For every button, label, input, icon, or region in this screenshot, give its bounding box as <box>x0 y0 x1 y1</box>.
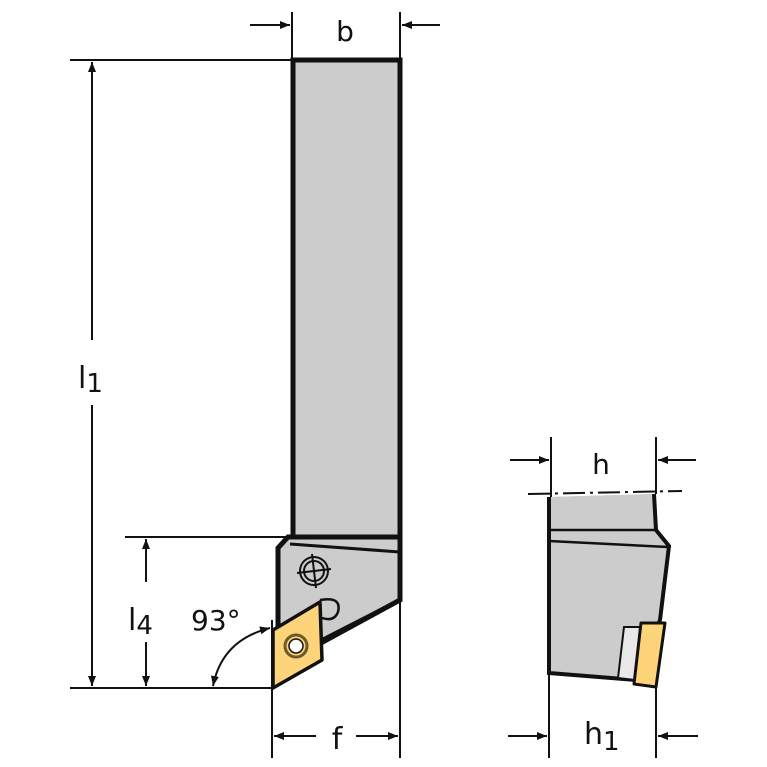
side-extension-lines <box>548 437 657 758</box>
centerline <box>527 490 683 495</box>
label-h1: h1 <box>584 717 620 757</box>
front-view <box>271 57 403 690</box>
label-l1: l1 <box>78 361 103 399</box>
angle-arc <box>210 626 271 687</box>
label-l4: l4 <box>128 603 153 641</box>
side-view <box>527 490 683 689</box>
label-angle: 93° <box>191 604 241 637</box>
extension-lines <box>70 12 401 758</box>
shank-body <box>290 57 403 540</box>
label-f: f <box>332 722 344 757</box>
label-b: b <box>336 15 354 48</box>
side-insert <box>632 621 667 689</box>
clamp-screw-icon <box>296 553 332 589</box>
label-h: h <box>592 448 610 481</box>
